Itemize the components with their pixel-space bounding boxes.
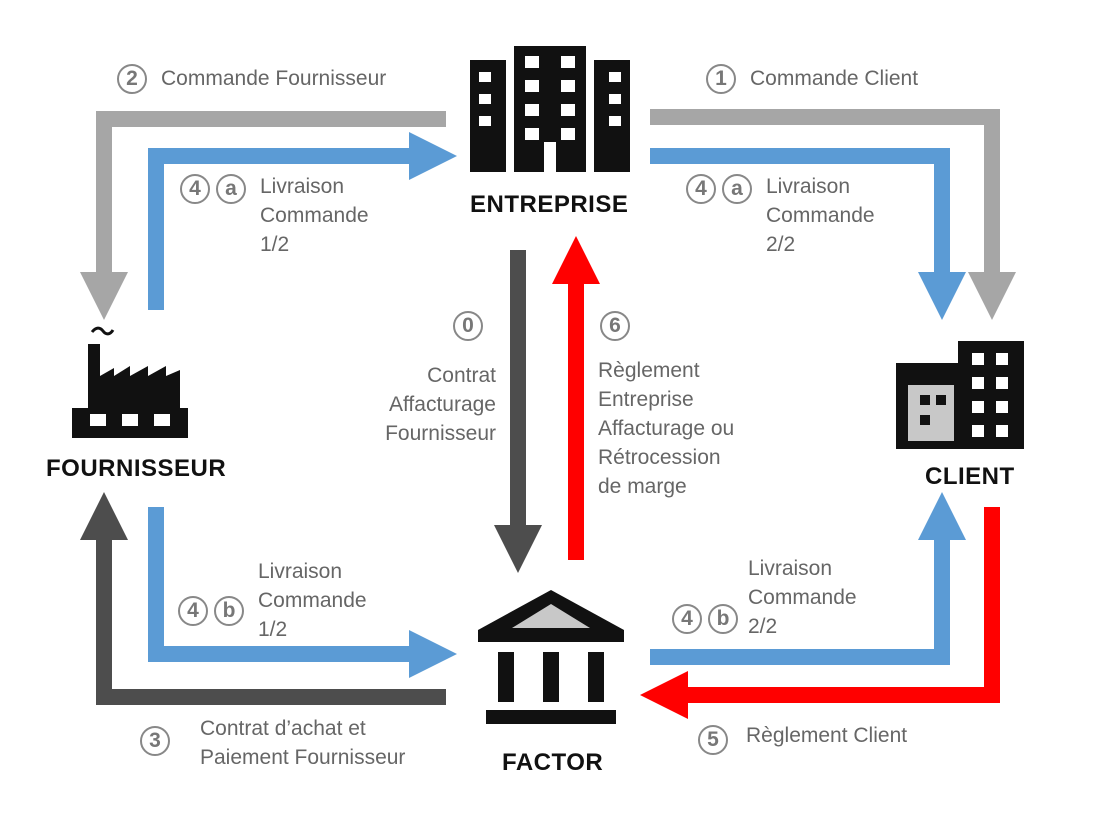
step-4a-livraison-left: 4 a Livraison Commande 1/2 [180,174,369,259]
step-text: Livraison Commande 2/2 [766,175,875,256]
arrow-livraison-4a-right [650,148,966,320]
arrow-commande-client [650,109,1016,320]
step-4b-livraison-right: 4 b Livraison Commande 2/2 [672,557,857,641]
step-0-badge: 0 [453,311,483,341]
step-1-commande-client: 1 Commande Client [706,64,918,94]
step-badge: 4 [672,604,702,634]
client-label: CLIENT [925,463,1015,490]
step-0-contrat-affacturage-text: Contrat Affacturage Fournisseur [385,364,496,445]
step-text: Commande Client [750,67,919,90]
step-text: Livraison Commande 1/2 [258,560,367,641]
step-text: Livraison Commande 1/2 [260,175,369,256]
client-building-icon [896,341,1024,449]
factor-label: FACTOR [502,749,604,776]
step-badge: b [708,604,738,634]
step-5-reglement-client: 5 Règlement Client [698,724,907,755]
arrow-livraison-4b-left [148,507,457,678]
bank-icon [478,590,624,724]
step-badge: 5 [698,725,728,755]
step-text: Règlement Client [746,724,908,747]
step-badge: 3 [140,726,170,756]
step-badge: b [214,596,244,626]
step-badge: 2 [117,64,147,94]
step-4a-livraison-right: 4 a Livraison Commande 2/2 [686,174,875,259]
fournisseur-label: FOURNISSEUR [46,455,227,482]
office-building-icon [470,46,630,172]
step-6-reglement-entreprise-text: Règlement Entreprise Affacturage ou Rétr… [598,359,735,498]
entreprise-label: ENTREPRISE [470,191,629,218]
arrow-contrat-achat [80,492,446,705]
step-text: Contrat d’achat et Paiement Fournisseur [200,717,406,769]
step-4b-livraison-left: 4 b Livraison Commande 1/2 [178,560,367,644]
step-text: Livraison Commande 2/2 [748,557,857,638]
step-badge: 4 [178,596,208,626]
step-2-commande-fournisseur: 2 Commande Fournisseur [117,64,386,94]
arrow-reglement-client [640,507,1000,719]
factory-icon [72,326,188,438]
step-badge: 4 [686,174,716,204]
arrow-livraison-4a-left [148,132,457,310]
arrow-commande-fournisseur [80,111,446,320]
step-6-badge: 6 [600,311,630,341]
step-3-contrat-achat: 3 Contrat d’achat et Paiement Fournisseu… [140,717,405,772]
step-text: Commande Fournisseur [161,67,387,90]
step-badge: a [722,174,752,204]
arrow-livraison-4b-right [650,492,966,665]
step-badge: a [216,174,246,204]
step-badge: 4 [180,174,210,204]
step-badge: 1 [706,64,736,94]
